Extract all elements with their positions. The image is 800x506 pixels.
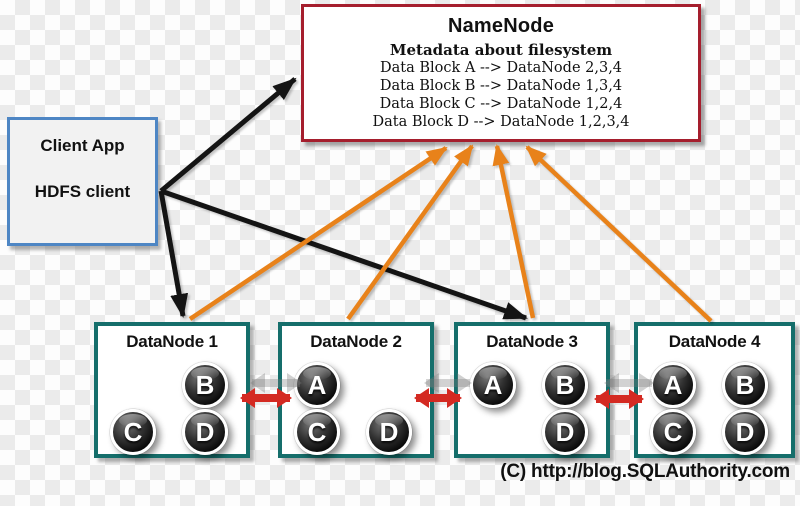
data-block-icon: D: [182, 409, 228, 455]
client-to-namenode-arrow: [159, 77, 297, 193]
datanode-2-title: DataNode 2: [310, 332, 402, 351]
metadata-mapping-a: Data Block A --> DataNode 2,3,4: [379, 60, 623, 76]
data-block-icon: A: [470, 362, 516, 408]
datanode-4-title: DataNode 4: [668, 332, 761, 351]
client-app-label: Client App: [40, 136, 125, 155]
data-block-icon: C: [110, 409, 156, 455]
metadata-mapping-d: Data Block D --> DataNode 1,2,3,4: [372, 114, 630, 130]
datanode4-to-namenode-arrow: [525, 145, 713, 323]
datanode-3-box: DataNode 3 A B D: [454, 322, 610, 458]
data-block-icon: B: [722, 362, 768, 408]
datanode-2-box: DataNode 2 A C D: [278, 322, 434, 458]
namenode-subtitle: Metadata about filesystem: [389, 41, 613, 59]
datanode1-to-namenode-arrow: [188, 146, 448, 321]
data-block-icon: D: [366, 409, 412, 455]
data-block-icon: D: [542, 409, 588, 455]
datanode3-to-namenode-arrow: [492, 144, 536, 319]
datanode-1-box: DataNode 1 B C D: [94, 322, 250, 458]
data-block-icon: B: [542, 362, 588, 408]
copyright-text: (C) http://blog.SQLAuthority.com: [500, 461, 790, 482]
data-block-icon: A: [294, 362, 340, 408]
data-block-icon: B: [182, 362, 228, 408]
datanode-4-box: DataNode 4 A B C D: [634, 322, 795, 458]
data-block-icon: D: [722, 409, 768, 455]
datanode-1-title: DataNode 1: [126, 332, 218, 351]
client-to-datanode3-arrow: [160, 188, 528, 321]
namenode-box: NameNode Metadata about filesystem Data …: [301, 4, 701, 142]
hdfs-client-label: HDFS client: [34, 182, 131, 201]
data-block-icon: C: [650, 409, 696, 455]
namenode-title: NameNode: [447, 15, 555, 37]
data-block-icon: C: [294, 409, 340, 455]
metadata-mapping-c: Data Block C --> DataNode 1,2,4: [379, 96, 623, 112]
data-block-icon: A: [650, 362, 696, 408]
datanode2-to-namenode-arrow: [346, 144, 474, 321]
datanode-3-title: DataNode 3: [486, 332, 578, 351]
client-to-datanode1-arrow: [158, 190, 189, 318]
metadata-mapping-b: Data Block B --> DataNode 1,3,4: [379, 78, 623, 94]
client-box: Client App HDFS client: [7, 117, 158, 246]
